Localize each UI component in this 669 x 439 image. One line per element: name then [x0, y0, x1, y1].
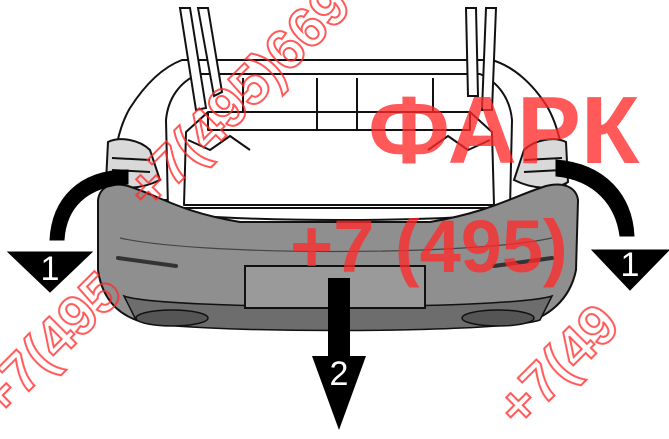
car-rear-body [111, 59, 567, 221]
watermark-phone-large: +7 (495) [290, 205, 568, 288]
watermark-brand: ФАРК [368, 77, 640, 184]
right-removal-arrow [555, 159, 669, 291]
trunk-lid-struts [178, 7, 498, 112]
callout-left: 1 [41, 250, 60, 288]
bottom-removal-arrow [312, 278, 366, 430]
watermark-phone-diagonal-left: +7(495 [0, 260, 133, 429]
left-removal-arrow [6, 169, 129, 293]
callout-bottom: 2 [330, 355, 349, 393]
callout-right: 1 [621, 246, 640, 284]
